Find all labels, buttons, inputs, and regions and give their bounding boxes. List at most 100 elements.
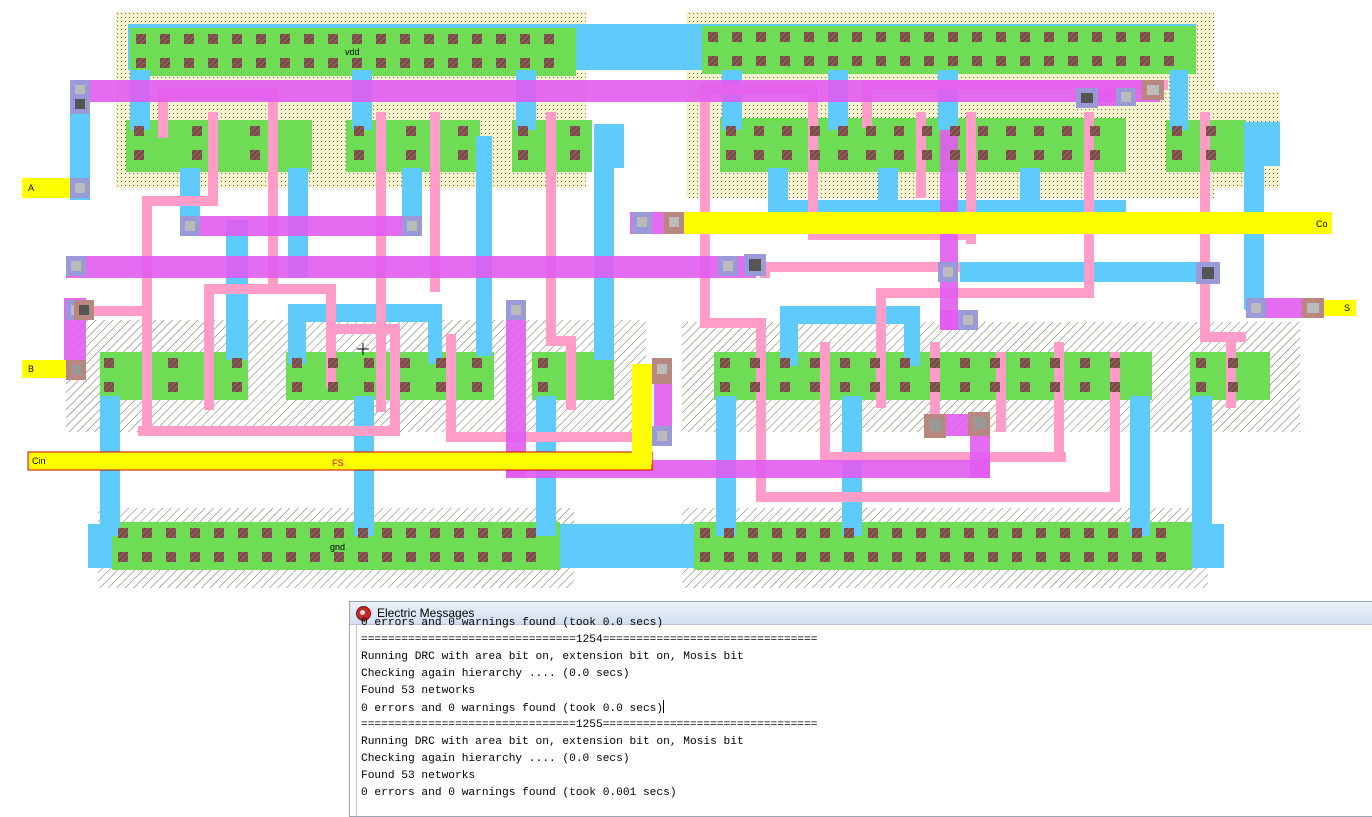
contact-cut	[700, 528, 710, 538]
contact-cut	[1228, 358, 1238, 368]
contact-cut	[328, 382, 338, 392]
contact-cut	[458, 126, 468, 136]
contact-cut	[454, 528, 464, 538]
contact-cut	[304, 58, 314, 68]
contact-cut	[1006, 126, 1016, 136]
contact-cut	[544, 58, 554, 68]
contact-cut	[400, 58, 410, 68]
contact-cut	[232, 58, 242, 68]
contact-cut	[820, 528, 830, 538]
contact-cut	[496, 34, 506, 44]
contact-cut	[1020, 358, 1030, 368]
message-line: 0 errors and 0 warnings found (took 0.00…	[361, 787, 677, 799]
contact-cut	[780, 32, 790, 42]
messages-titlebar[interactable]: Electric Messages	[350, 602, 1372, 625]
contact-cut	[472, 382, 482, 392]
contact-cut	[978, 126, 988, 136]
contact-cut	[894, 126, 904, 136]
contact-cut	[502, 528, 512, 538]
label-b: B	[28, 364, 34, 374]
contact-cut	[772, 528, 782, 538]
contact-cut	[430, 552, 440, 562]
contact-cut	[922, 150, 932, 160]
contact-cut	[782, 126, 792, 136]
contact-cut	[118, 528, 128, 538]
contact-cut	[796, 528, 806, 538]
pin-fs[interactable]	[632, 364, 652, 464]
contact-cut	[358, 528, 368, 538]
contact-cut	[104, 382, 114, 392]
label-co: Co	[1316, 219, 1328, 229]
contact-cut	[424, 58, 434, 68]
contact-cut	[280, 58, 290, 68]
contact-cut	[214, 528, 224, 538]
contact-cut	[458, 150, 468, 160]
contact-cut	[838, 150, 848, 160]
contact-cut	[922, 126, 932, 136]
contact-cut	[1090, 126, 1100, 136]
contact-cut	[104, 358, 114, 368]
message-line: Found 53 networks	[361, 685, 476, 697]
contact-cut	[1050, 382, 1060, 392]
contact-cut	[184, 58, 194, 68]
contact-cut	[400, 382, 410, 392]
contact-cut	[990, 382, 1000, 392]
contact-cut	[810, 358, 820, 368]
contact-cut	[472, 34, 482, 44]
contact-cut	[780, 358, 790, 368]
contact-cut	[820, 552, 830, 562]
contact-cut	[192, 126, 202, 136]
contact-cut	[310, 528, 320, 538]
contact-cut	[1068, 56, 1078, 66]
contact-cut	[1164, 56, 1174, 66]
contact-cut	[166, 552, 176, 562]
contact-cut	[732, 32, 742, 42]
contact-cut	[352, 58, 362, 68]
contact-cut	[1090, 150, 1100, 160]
contact-cut	[1140, 56, 1150, 66]
contact-cut	[700, 552, 710, 562]
contact-cut	[724, 552, 734, 562]
contact-cut	[256, 58, 266, 68]
contact-cut	[1060, 552, 1070, 562]
contact-cut	[376, 34, 386, 44]
contact-cut	[496, 58, 506, 68]
contact-cut	[1080, 382, 1090, 392]
contact-cut	[448, 58, 458, 68]
pin-s[interactable]	[1316, 300, 1356, 316]
contact-cut	[950, 126, 960, 136]
contact-cut	[352, 34, 362, 44]
contact-cut	[1110, 382, 1120, 392]
messages-body[interactable]: 0 errors and 0 warnings found (took 0.0 …	[356, 617, 1372, 816]
contact-cut	[436, 358, 446, 368]
contact-cut	[1020, 56, 1030, 66]
contact-cut	[1132, 552, 1142, 562]
contact-cut	[358, 552, 368, 562]
contact-cut	[996, 56, 1006, 66]
contact-cut	[1062, 150, 1072, 160]
contact-cut	[876, 32, 886, 42]
contact-cut	[1034, 126, 1044, 136]
contact-cut	[1172, 150, 1182, 160]
pin-co[interactable]	[680, 212, 1332, 234]
contact-cut	[1020, 382, 1030, 392]
contact-cut	[930, 382, 940, 392]
contact-cut	[866, 126, 876, 136]
contact-cut	[292, 382, 302, 392]
contact-cut	[1036, 552, 1046, 562]
contact-cut	[810, 126, 820, 136]
contact-cut	[782, 150, 792, 160]
contact-cut	[840, 382, 850, 392]
contact-cut	[1196, 358, 1206, 368]
contact-cut	[876, 56, 886, 66]
contact-cut	[400, 358, 410, 368]
pin-a[interactable]	[22, 178, 80, 198]
contact-cut	[1116, 32, 1126, 42]
contact-cut	[1172, 126, 1182, 136]
export-pins[interactable]	[22, 178, 1356, 471]
layout-canvas[interactable]: vdd gnd A B Cin Co S FS	[0, 0, 1372, 600]
contact-cut	[134, 126, 144, 136]
messages-window[interactable]: Electric Messages 0 errors and 0 warning…	[349, 601, 1372, 817]
contact-cut	[754, 126, 764, 136]
contact-cut	[376, 58, 386, 68]
